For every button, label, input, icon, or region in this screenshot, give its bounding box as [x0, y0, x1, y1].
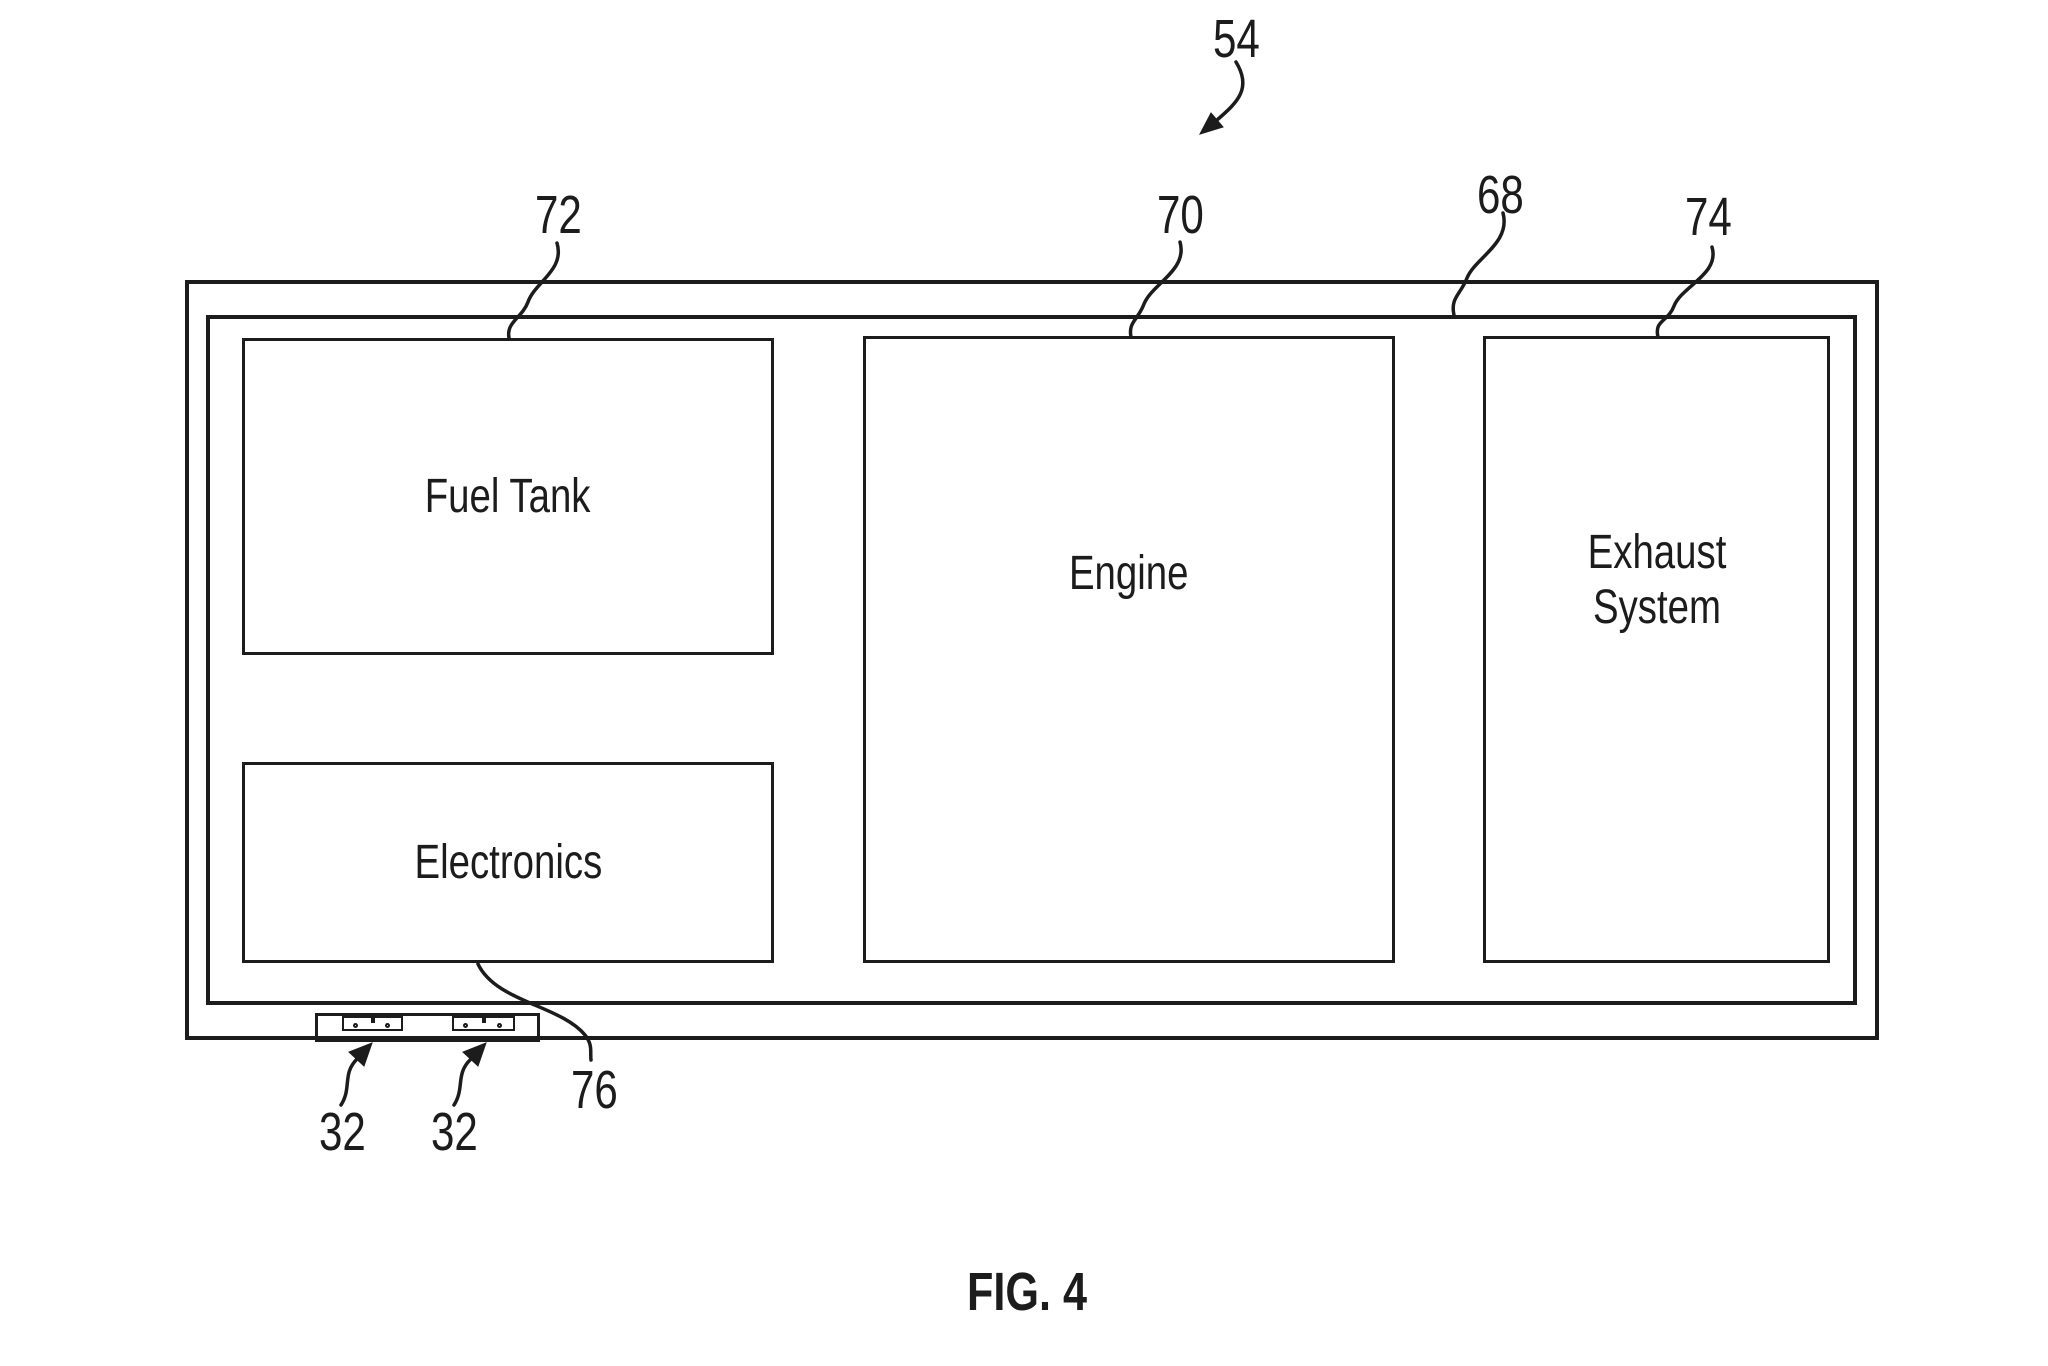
leader-line-72 [506, 241, 561, 340]
engine-box: Engine [863, 336, 1395, 963]
port-tick-icon [370, 1018, 375, 1023]
connector-port-right [452, 1016, 515, 1031]
electronics-box: Electronics [242, 762, 774, 963]
ref-label-72: 72 [535, 185, 582, 245]
leader-line-32-right [452, 1057, 473, 1107]
ref-label-54: 54 [1213, 9, 1260, 69]
engine-label: Engine [1069, 547, 1189, 600]
port-tick-icon [481, 1018, 486, 1023]
ref-label-76: 76 [571, 1060, 618, 1120]
port-pin-dot-icon [497, 1023, 502, 1028]
ref-label-74: 74 [1685, 187, 1732, 247]
enclosure-outer-wall [185, 280, 1879, 1040]
ref-label-32-right: 32 [431, 1102, 478, 1162]
electronics-label: Electronics [414, 835, 602, 889]
ref-label-32-left: 32 [319, 1102, 366, 1162]
fuel-tank-box: Fuel Tank [242, 338, 774, 655]
leader-line-76 [476, 962, 593, 1062]
port-pin-dot-icon [385, 1023, 390, 1028]
leader-line-54 [1215, 60, 1245, 122]
arrowhead-32-left-icon [348, 1042, 373, 1067]
leader-line-70 [1128, 240, 1183, 339]
leader-line-32-left [339, 1057, 359, 1107]
connector-port-left [342, 1016, 403, 1031]
arrowhead-32-right-icon [462, 1042, 487, 1067]
exhaust-system-label: Exhaust System [1587, 526, 1726, 635]
figure-caption: FIG. 4 [967, 1262, 1088, 1322]
arrowhead-54-icon [1199, 112, 1224, 135]
connector-strip [315, 1013, 540, 1042]
ref-label-68: 68 [1477, 165, 1524, 225]
leader-line-74 [1655, 245, 1715, 339]
fuel-tank-label: Fuel Tank [425, 469, 591, 523]
enclosure-inner-wall [206, 315, 1857, 1005]
exhaust-system-box: Exhaust System [1483, 336, 1830, 963]
port-pin-dot-icon [463, 1023, 468, 1028]
leader-line-68 [1451, 211, 1506, 317]
ref-label-70: 70 [1157, 185, 1204, 245]
port-pin-dot-icon [353, 1023, 358, 1028]
